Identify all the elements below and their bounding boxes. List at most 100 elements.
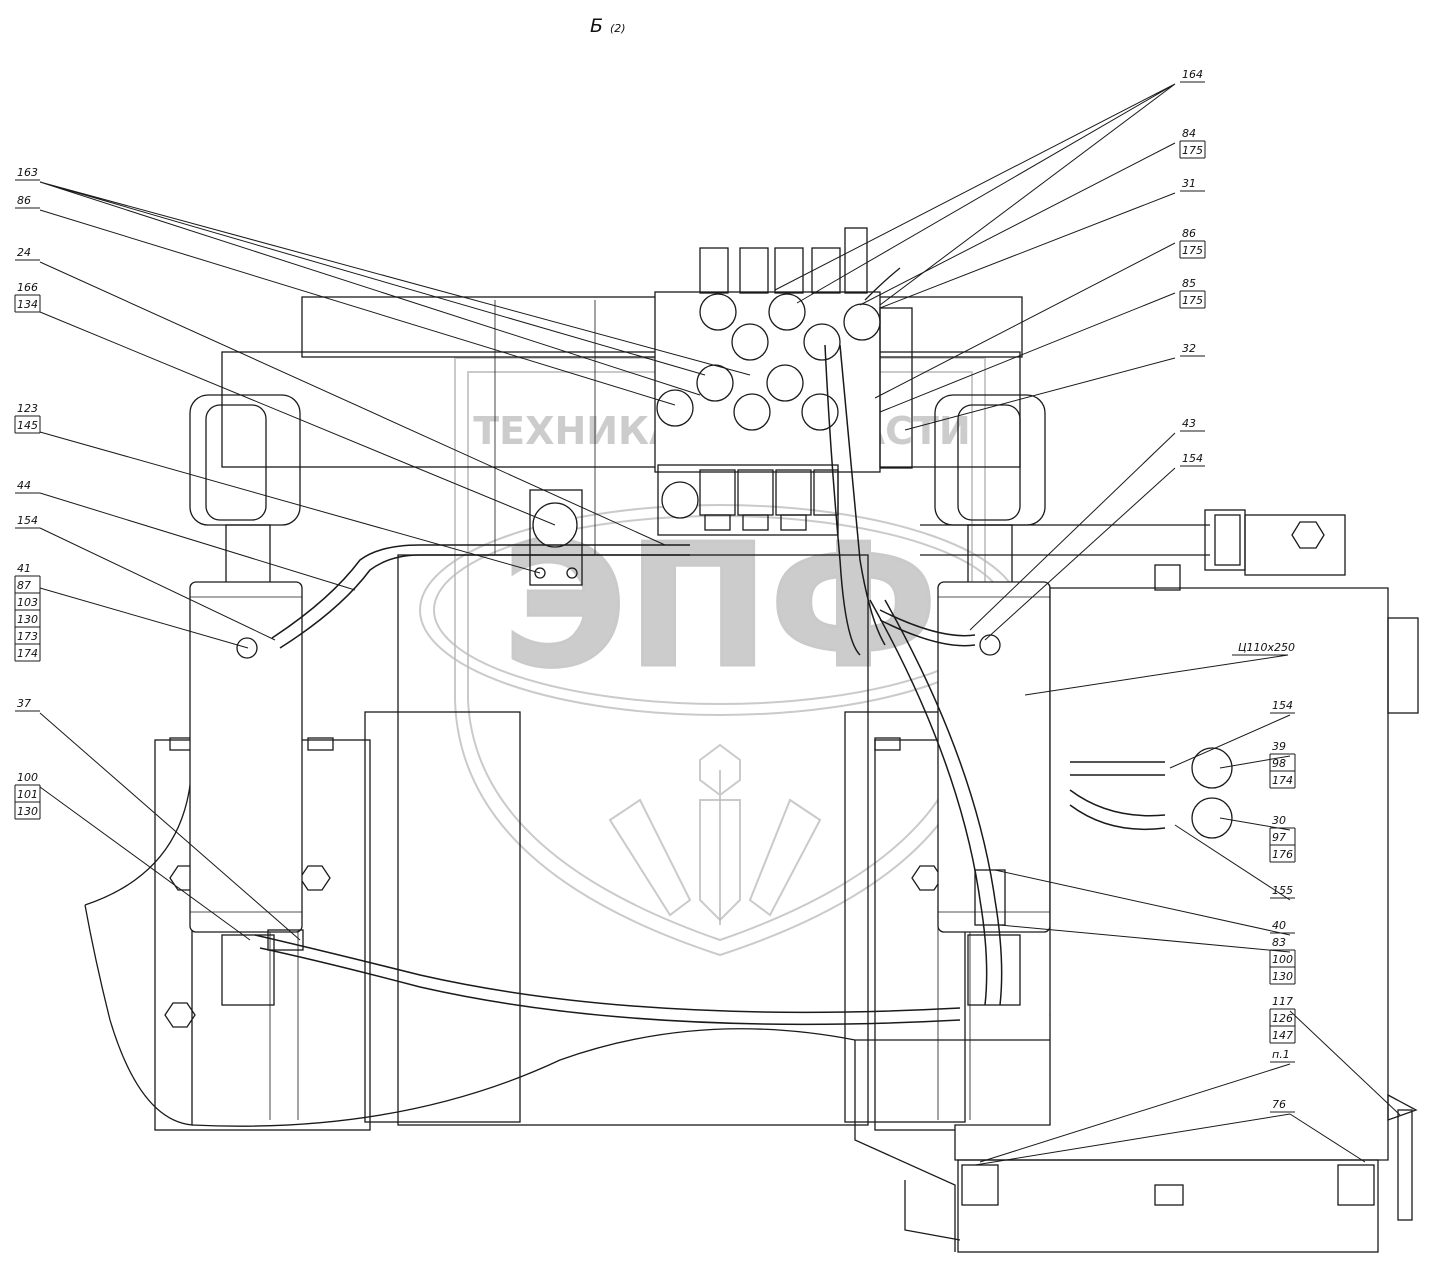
callout-number: 100 xyxy=(17,771,38,784)
callout-30: 30 97 176 xyxy=(1269,814,1296,863)
callout-number: 86 xyxy=(17,194,31,207)
callout-41: 41 87 103 130 173 174 xyxy=(14,562,41,662)
left-hydraulic-cylinder xyxy=(189,524,303,1006)
callout-number: 86 xyxy=(1182,227,1196,240)
bolt-head-icon xyxy=(299,865,331,891)
callout-number: 83 xyxy=(1272,936,1286,949)
callout-32: 32 xyxy=(1180,342,1205,357)
callout-number: 24 xyxy=(17,246,31,259)
valve-port-fitting xyxy=(731,323,769,361)
watermark-logo-letters: ЭПФ xyxy=(502,508,938,706)
callout-number: 173 xyxy=(17,630,38,643)
callout-37: 37 xyxy=(15,697,40,712)
callout-83: 83 100 130 xyxy=(1269,936,1296,985)
callout-number: 145 xyxy=(17,419,38,432)
callout-163: 163 xyxy=(15,166,40,181)
callout-number: 31 xyxy=(1182,177,1196,190)
callout-number: 43 xyxy=(1182,417,1196,430)
callout-number: 154 xyxy=(1272,699,1293,712)
callout-76: 76 xyxy=(1270,1098,1295,1113)
callout-154b: 154 xyxy=(15,514,40,529)
callout-number: п.1 xyxy=(1272,1048,1290,1061)
callout-number: 101 xyxy=(17,788,38,801)
valve-port-fitting xyxy=(801,393,839,431)
callout-number: 176 xyxy=(1272,848,1293,861)
view-title-sheet: (2) xyxy=(610,22,626,35)
callout-number: 130 xyxy=(1272,970,1293,983)
valve-port-fitting xyxy=(843,303,881,341)
valve-port-fitting xyxy=(768,293,806,331)
valve-port-fitting xyxy=(803,323,841,361)
callout-number: 163 xyxy=(17,166,38,179)
callout-number: 130 xyxy=(17,613,38,626)
valve-port-fitting xyxy=(766,364,804,402)
control-valve-block xyxy=(654,227,913,536)
callout-number: 123 xyxy=(17,402,38,415)
callout-number: 44 xyxy=(17,479,31,492)
valve-port-fitting xyxy=(733,393,771,431)
callout-number: 30 xyxy=(1272,814,1286,827)
callout-number: 84 xyxy=(1182,127,1196,140)
callout-number: 32 xyxy=(1182,342,1196,355)
callout-number: 97 xyxy=(1272,831,1286,844)
part-callouts: 1648417531861758517532431541638624166134… xyxy=(14,68,1296,1113)
callout-number: 126 xyxy=(1272,1012,1293,1025)
callout-155: 155 xyxy=(1270,884,1295,899)
filler-cap-icon xyxy=(1291,521,1325,549)
callout-number: 155 xyxy=(1272,884,1293,897)
callout-number: 85 xyxy=(1182,277,1196,290)
cylinder-size-annotation: Ц110х250 xyxy=(1232,641,1295,656)
callout-31: 31 xyxy=(1180,177,1205,192)
callout-number: 41 xyxy=(17,562,31,575)
valve-port-fitting xyxy=(696,364,734,402)
callout-86l: 86 xyxy=(15,194,40,209)
callout-43: 43 xyxy=(1180,417,1205,432)
leader-lines xyxy=(39,83,1401,1166)
callout-117: 117 126 147 xyxy=(1269,995,1296,1044)
callout-number: 166 xyxy=(17,281,38,294)
callout-number: 40 xyxy=(1272,919,1286,932)
callout-154a: 154 xyxy=(1180,452,1205,467)
callout-number: 175 xyxy=(1182,144,1203,157)
callout-164: 164 xyxy=(1180,68,1205,83)
callout-number: 154 xyxy=(1182,452,1203,465)
callout-number: 154 xyxy=(17,514,38,527)
callout-p1: п.1 xyxy=(1270,1048,1295,1063)
callout-number: 87 xyxy=(17,579,31,592)
callout-24: 24 xyxy=(15,246,40,261)
callout-44: 44 xyxy=(15,479,40,494)
callout-number: 37 xyxy=(17,697,31,710)
view-title: Б (2) xyxy=(590,15,626,37)
callout-number: 134 xyxy=(17,298,38,311)
callout-number: 174 xyxy=(1272,774,1293,787)
callout-number: 174 xyxy=(17,647,38,660)
relief-valve-fitting xyxy=(656,389,694,427)
hydraulic-oil-tank xyxy=(854,514,1419,1253)
wheat-emblem-icon xyxy=(608,743,822,925)
view-title-letter: Б xyxy=(590,15,603,37)
cylinder-size-label: Ц110х250 xyxy=(1238,641,1295,654)
callout-number: 164 xyxy=(1182,68,1203,81)
callout-39: 39 98 174 xyxy=(1269,740,1296,789)
callout-number: 117 xyxy=(1272,995,1293,1008)
callout-number: 76 xyxy=(1272,1098,1286,1111)
callout-40: 40 xyxy=(1270,919,1295,934)
bolt-head-icon xyxy=(164,1002,196,1028)
callout-number: 175 xyxy=(1182,244,1203,257)
callout-number: 103 xyxy=(17,596,38,609)
callout-154c: 154 xyxy=(1270,699,1295,714)
return-pipe xyxy=(920,509,1246,571)
callout-number: 147 xyxy=(1272,1029,1293,1042)
callout-number: 100 xyxy=(1272,953,1293,966)
callout-number: 39 xyxy=(1272,740,1286,753)
callout-number: 98 xyxy=(1272,757,1286,770)
callout-number: 130 xyxy=(17,805,38,818)
callout-number: 175 xyxy=(1182,294,1203,307)
valve-port-fitting xyxy=(699,293,737,331)
